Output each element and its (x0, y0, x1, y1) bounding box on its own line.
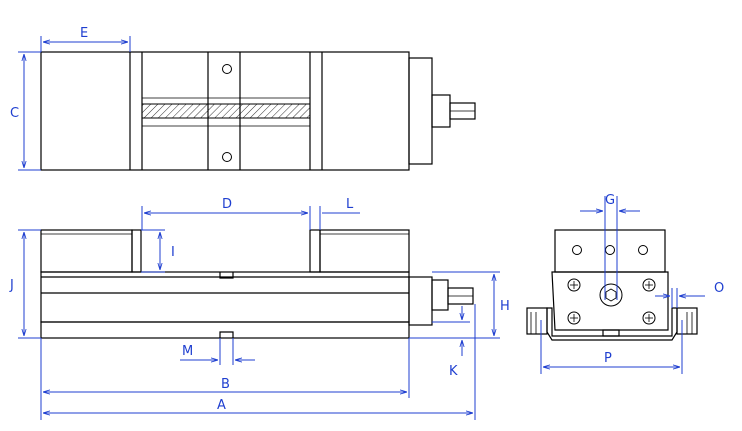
phillips-screw-icon (642, 311, 656, 325)
dim-label-h: H (500, 299, 510, 314)
dim-label-p: P (604, 351, 612, 366)
hole-icon (572, 245, 582, 255)
dim-label-e: E (80, 26, 88, 41)
dim-label-a: A (217, 398, 226, 413)
phillips-screw-icon (642, 278, 656, 292)
hole-icon (638, 245, 648, 255)
lead-screw-section (141, 103, 311, 119)
top-view (40, 51, 476, 171)
dim-label-i: I (171, 245, 175, 260)
dim-label-g: G (605, 193, 615, 208)
dim-label-l: L (346, 197, 354, 212)
screw-shaft (431, 94, 451, 128)
dim-label-d: D (222, 197, 232, 212)
dim-label-c: C (10, 106, 19, 121)
hole-icon (605, 245, 615, 255)
dim-label-j: J (9, 278, 14, 293)
screw-hole-icon (222, 152, 232, 162)
front-view (40, 229, 474, 339)
screw-hole-icon (222, 64, 232, 74)
phillips-screw-icon (567, 311, 581, 325)
dim-label-k: K (449, 364, 458, 379)
dim-label-b: B (221, 377, 230, 392)
dim-label-m: M (182, 344, 193, 359)
hex-socket-icon (599, 283, 623, 307)
phillips-screw-icon (567, 278, 581, 292)
dimensions: E C D L I J H K (9, 26, 724, 420)
end-block (408, 57, 433, 165)
side-view (526, 229, 698, 341)
dim-label-o: O (714, 281, 724, 296)
